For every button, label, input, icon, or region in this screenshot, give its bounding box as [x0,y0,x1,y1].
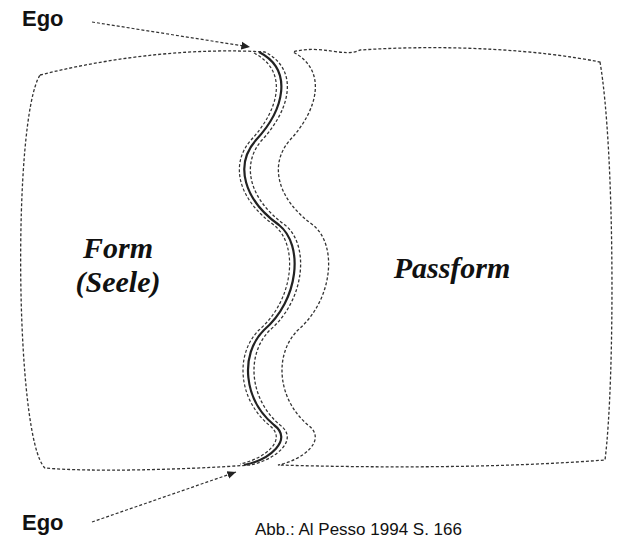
ego-label: Ego [22,510,64,536]
ego-label: Ego [22,6,64,32]
shape-outline [10,40,315,480]
shape-outline-path [278,48,612,467]
ego-leader [92,472,236,522]
shape-label: Form (Seele) [48,231,188,299]
figure-caption: Abb.: Al Pesso 1994 S. 166 [255,520,462,540]
ego-band-line [239,53,289,464]
ego-leader [92,22,250,47]
shape-label: Passform [394,251,511,285]
soul-shape: Passform [270,38,620,478]
shape-outline-path [21,51,301,470]
soul-shape: Form (Seele) [10,40,315,480]
